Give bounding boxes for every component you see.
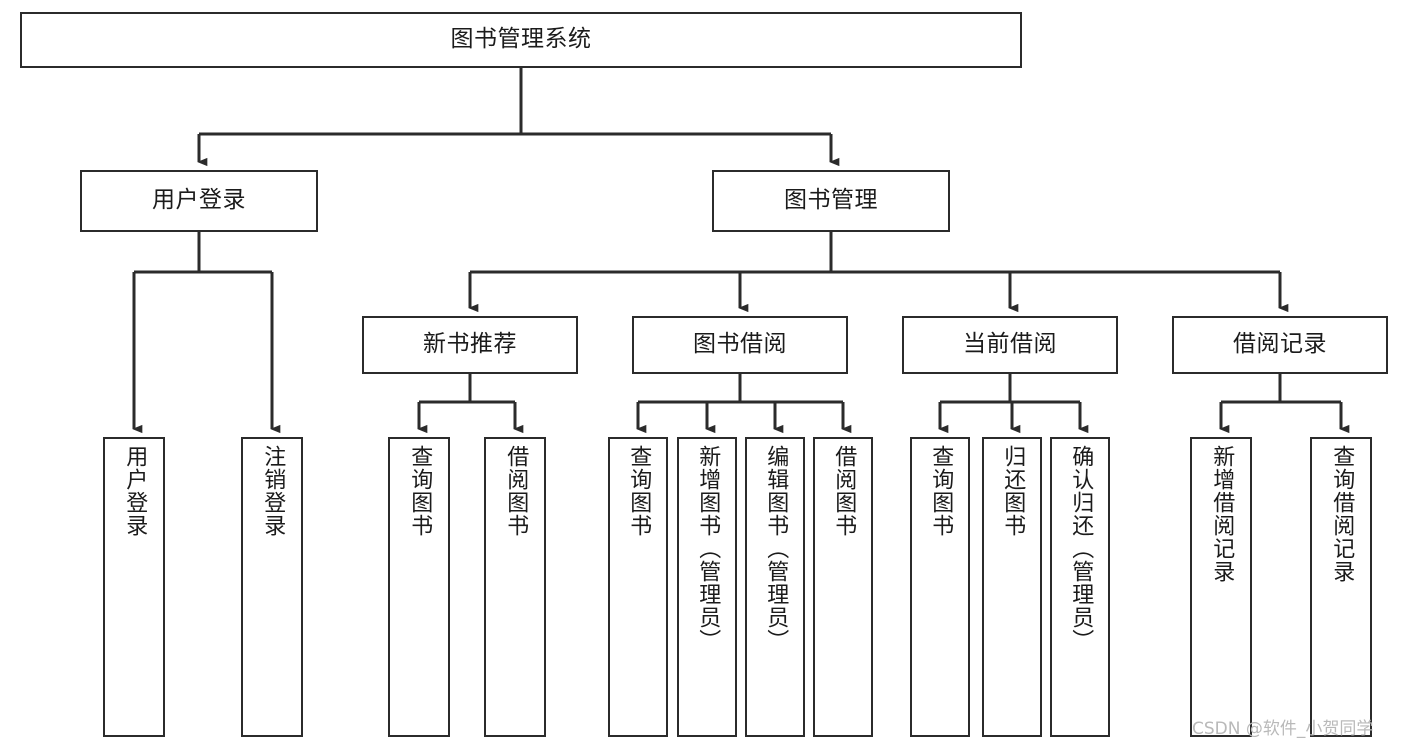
node-leaf-borrow-book-1-label: 借阅图书 [503,445,529,537]
node-leaf-add-record-label: 新增借阅记录 [1209,445,1235,583]
node-leaf-query-book-3[interactable]: 查询图书 [910,437,970,737]
node-leaf-add-record[interactable]: 新增借阅记录 [1190,437,1252,737]
node-book-borrow[interactable]: 图书借阅 [632,316,848,374]
node-leaf-edit-book-label: 编辑图书（管理员） [763,445,789,652]
node-leaf-user-login-label: 用户登录 [122,445,148,537]
node-user-login-label: 用户登录 [152,187,246,214]
node-root[interactable]: 图书管理系统 [20,12,1022,68]
node-leaf-return-book-label: 归还图书 [1000,445,1026,537]
node-leaf-confirm-return[interactable]: 确认归还（管理员） [1050,437,1110,737]
node-leaf-logout-label: 注销登录 [260,445,286,537]
node-user-login[interactable]: 用户登录 [80,170,318,232]
node-leaf-edit-book[interactable]: 编辑图书（管理员） [745,437,805,737]
node-book-borrow-label: 图书借阅 [693,331,787,358]
node-book-management-label: 图书管理 [784,187,878,214]
node-leaf-borrow-book-1[interactable]: 借阅图书 [484,437,546,737]
node-leaf-query-record[interactable]: 查询借阅记录 [1310,437,1372,737]
node-leaf-return-book[interactable]: 归还图书 [982,437,1042,737]
node-leaf-add-book[interactable]: 新增图书（管理员） [677,437,737,737]
node-book-management[interactable]: 图书管理 [712,170,950,232]
node-leaf-user-login[interactable]: 用户登录 [103,437,165,737]
node-leaf-add-book-label: 新增图书（管理员） [695,445,721,652]
node-leaf-query-book-3-label: 查询图书 [928,445,954,537]
node-leaf-query-book-1-label: 查询图书 [407,445,433,537]
node-borrow-record[interactable]: 借阅记录 [1172,316,1388,374]
node-leaf-logout[interactable]: 注销登录 [241,437,303,737]
node-root-label: 图书管理系统 [450,26,592,53]
node-leaf-borrow-book-2-label: 借阅图书 [831,445,857,537]
node-borrow-record-label: 借阅记录 [1233,331,1327,358]
node-current-borrow[interactable]: 当前借阅 [902,316,1118,374]
node-leaf-query-book-1[interactable]: 查询图书 [388,437,450,737]
node-leaf-confirm-return-label: 确认归还（管理员） [1068,445,1094,652]
node-new-book-recommend[interactable]: 新书推荐 [362,316,578,374]
node-current-borrow-label: 当前借阅 [963,331,1057,358]
node-leaf-borrow-book-2[interactable]: 借阅图书 [813,437,873,737]
watermark: CSDN @软件_小贺同学 [1192,719,1374,739]
node-new-book-recommend-label: 新书推荐 [423,331,517,358]
node-leaf-query-book-2[interactable]: 查询图书 [608,437,668,737]
node-leaf-query-record-label: 查询借阅记录 [1329,445,1355,583]
node-leaf-query-book-2-label: 查询图书 [626,445,652,537]
